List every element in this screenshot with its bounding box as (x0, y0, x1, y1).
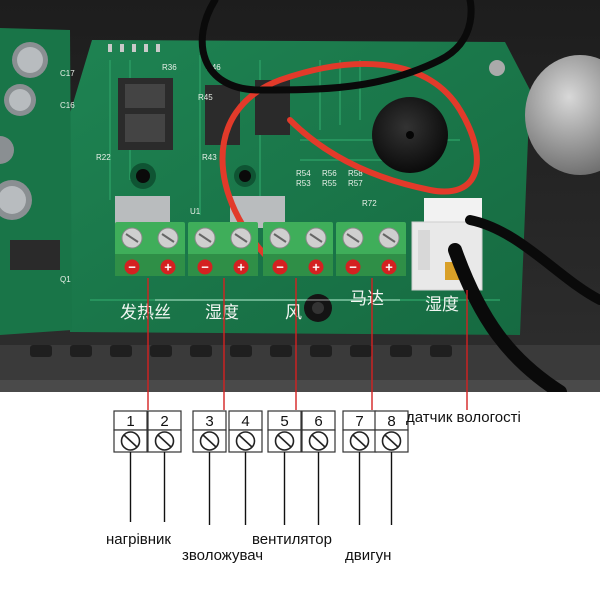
polarity-marker (160, 259, 176, 275)
terminal-number: 3 (205, 413, 213, 430)
wiring-terminal: 1 (113, 410, 148, 522)
silkscreen-label: R56 (322, 169, 337, 178)
wiring-terminal: 6 (301, 410, 336, 525)
terminal-block: −+ (188, 222, 258, 276)
polarity-sign: + (164, 260, 172, 275)
polarity-marker (272, 259, 288, 275)
polarity-sign: − (128, 260, 136, 275)
polarity-marker (308, 259, 324, 275)
caption-fan: вентилятор (252, 531, 332, 548)
polarity-marker (197, 259, 213, 275)
caption-heater: нагрівник (106, 531, 171, 548)
polarity-sign: − (349, 260, 357, 275)
pcb-group-label: 风 (285, 303, 302, 323)
silkscreen-label: R54 (296, 169, 311, 178)
terminal-number: 8 (387, 413, 395, 430)
terminal-block: −+ (115, 222, 185, 276)
polarity-marker (381, 259, 397, 275)
terminal-number: 6 (314, 413, 322, 430)
pcb-group-label: 湿度 (425, 295, 459, 315)
terminal-number: 7 (355, 413, 363, 430)
red-wire (219, 61, 480, 263)
silkscreen-label: R36 (162, 63, 177, 72)
wiring-terminal: 5 (267, 410, 302, 525)
black-wire (198, 0, 475, 94)
wiring-terminal: 7 (342, 410, 377, 525)
caption-motor: двигун (345, 547, 391, 564)
terminal-number: 5 (280, 413, 288, 430)
pcb-group-label: 发热丝 (120, 303, 171, 323)
silkscreen-label: C16 (60, 101, 75, 110)
silkscreen-label: R72 (362, 199, 377, 208)
caption-humidity-sensor: датчик вологості (406, 409, 521, 426)
terminal-block: −+ (336, 222, 406, 276)
terminal-number: 2 (160, 413, 168, 430)
silkscreen-label: Q1 (60, 275, 71, 284)
silkscreen-label: R57 (348, 179, 363, 188)
humidity-sensor-knob (525, 55, 600, 175)
polarity-sign: − (276, 260, 284, 275)
silkscreen-label: R55 (322, 179, 337, 188)
silkscreen-label: R53 (296, 179, 311, 188)
polarity-sign: + (237, 260, 245, 275)
caption-humidifier: зволожувач (182, 547, 263, 564)
capacitor-group (0, 42, 48, 220)
polarity-marker (345, 259, 361, 275)
silkscreen-label: R43 (202, 153, 217, 162)
wiring-terminal: 8 (374, 410, 409, 525)
wiring-terminal: 3 (192, 410, 227, 525)
polarity-sign: + (385, 260, 393, 275)
polarity-marker (233, 259, 249, 275)
silkscreen-label: U1 (190, 207, 201, 216)
pcb-group-label: 湿度 (205, 303, 239, 323)
silkscreen-label: R58 (348, 169, 363, 178)
terminal-number: 4 (241, 413, 249, 430)
wiring-terminal: 4 (228, 410, 263, 525)
polarity-sign: + (312, 260, 320, 275)
terminal-number: 1 (126, 413, 134, 430)
terminal-block: −+ (263, 222, 333, 276)
silkscreen-label: C17 (60, 69, 75, 78)
wiring-diagram: 1 2 3 4 5 6 7 8 нагрівник зволожувач вентилятор… (106, 392, 521, 564)
polarity-marker (124, 259, 140, 275)
wiring-terminal: 2 (147, 410, 182, 522)
polarity-sign: − (201, 260, 209, 275)
silkscreen-label: R22 (96, 153, 111, 162)
silkscreen-label: R45 (198, 93, 213, 102)
pcb-group-label: 马达 (350, 289, 384, 309)
